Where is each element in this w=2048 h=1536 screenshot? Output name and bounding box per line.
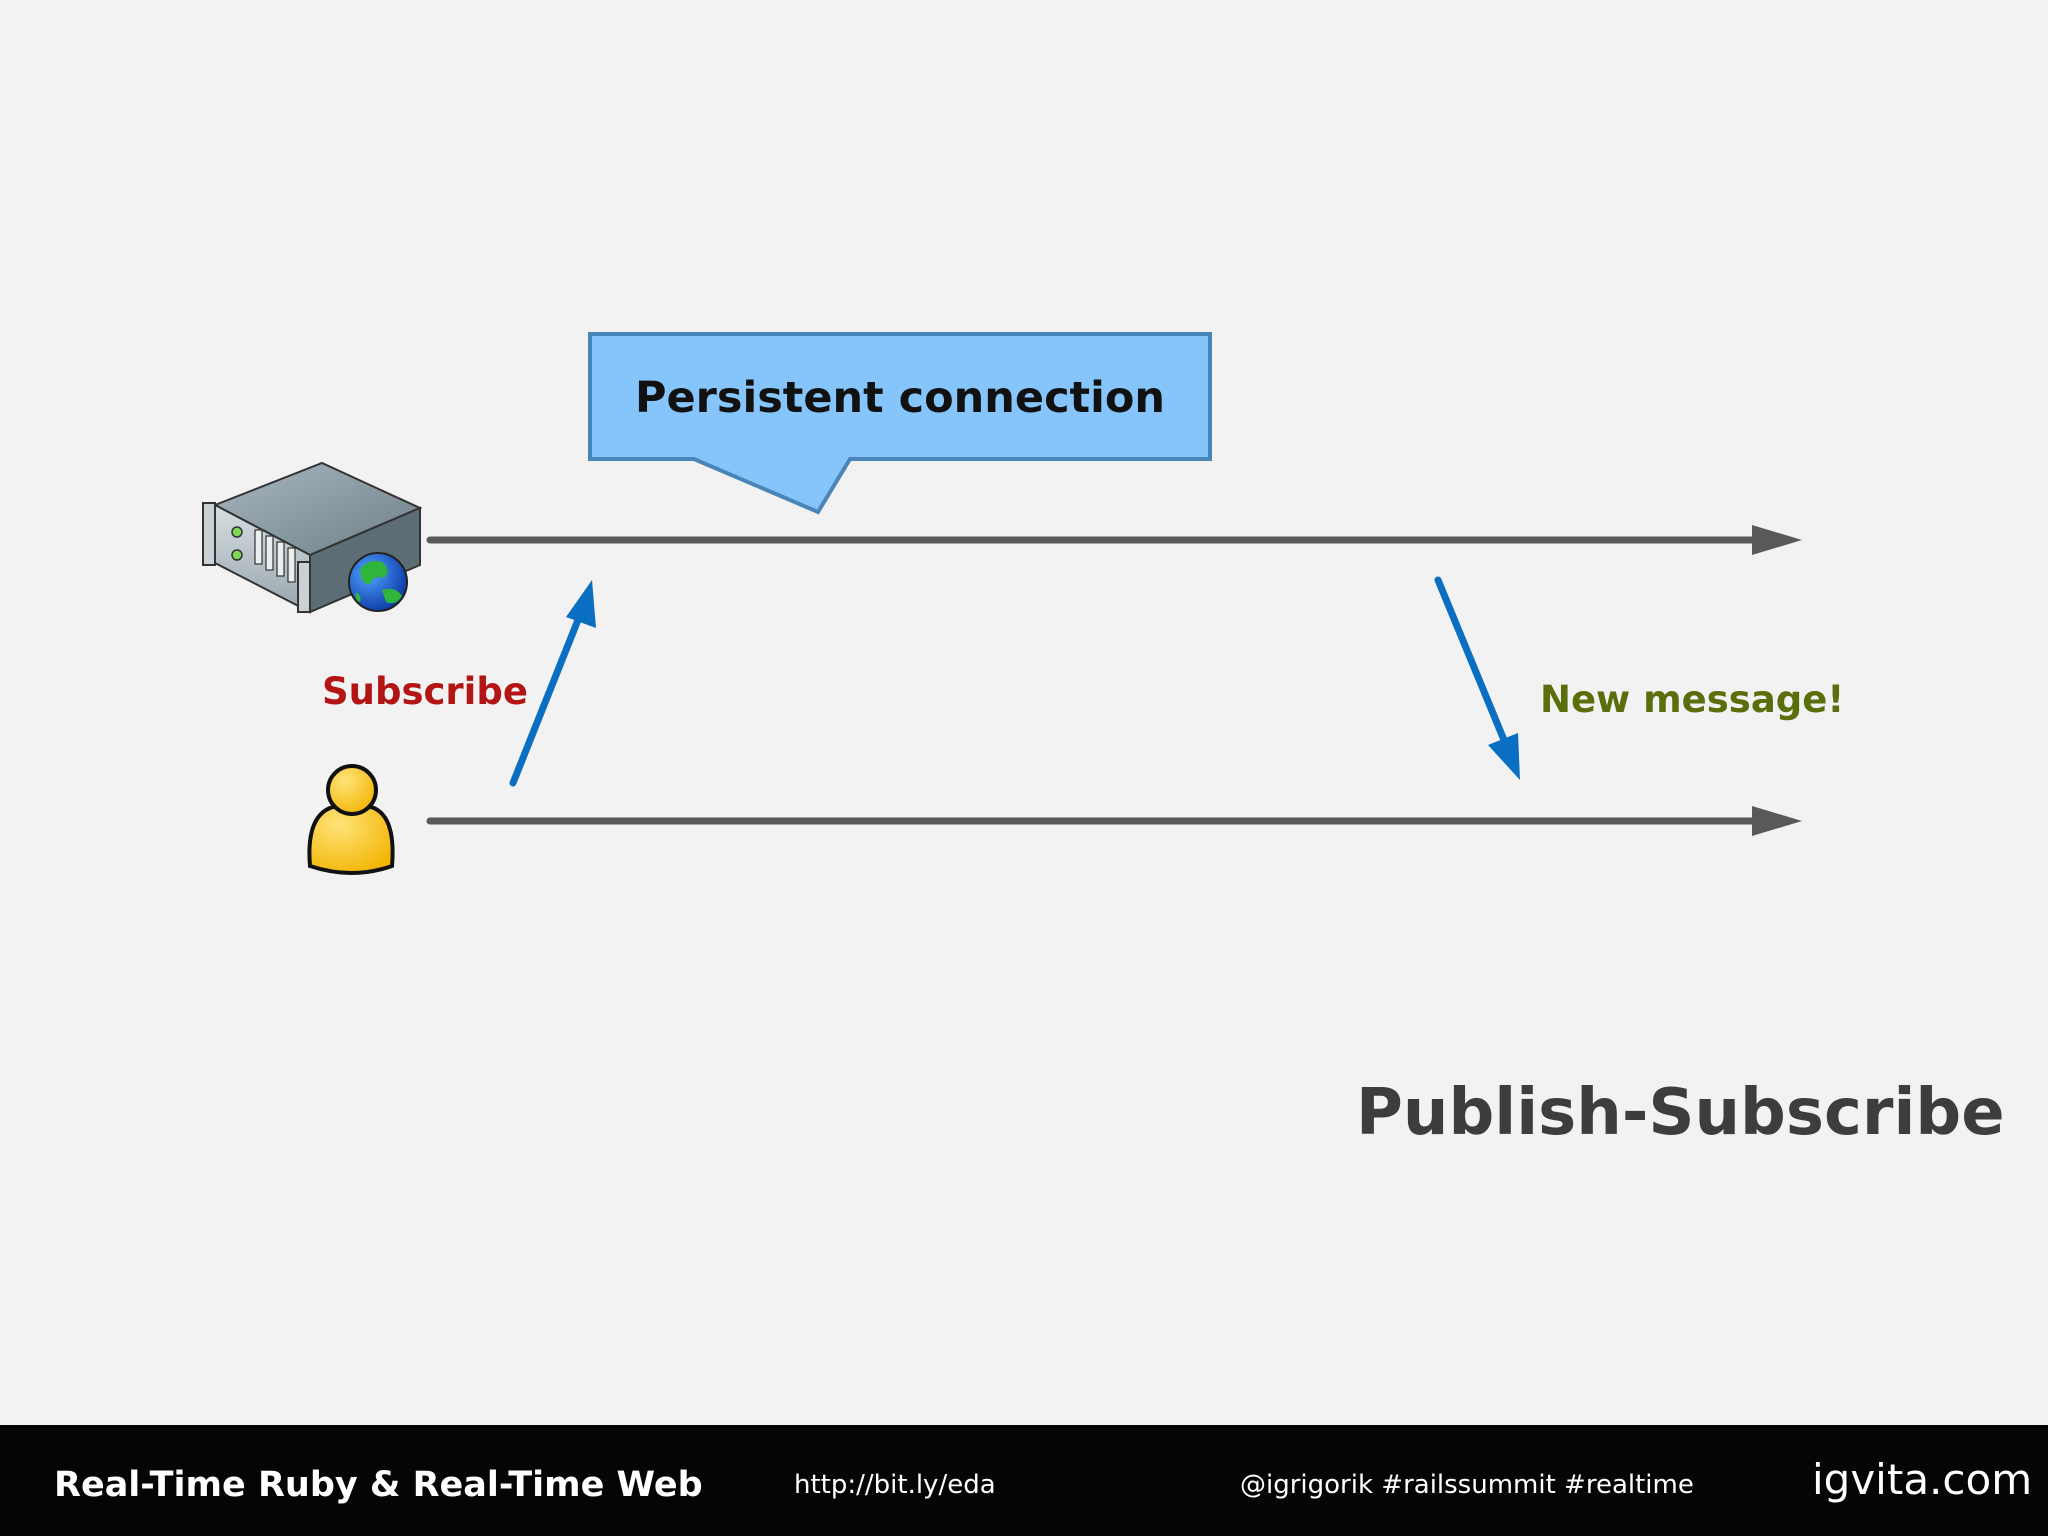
new-message-label: New message!	[1540, 678, 1845, 721]
subscribe-label: Subscribe	[322, 670, 528, 713]
callout-text: Persistent connection	[634, 373, 1166, 423]
slide-title: Publish-Subscribe	[1356, 1076, 2005, 1150]
new-message-arrow	[1434, 576, 1520, 780]
subscribe-arrow	[509, 580, 596, 787]
user-icon	[307, 764, 395, 875]
server-timeline	[426, 525, 1802, 555]
footer-bar: Real-Time Ruby & Real-Time Web http://bi…	[0, 1425, 2048, 1536]
slide-canvas: Persistent connection Subscribe New mess…	[202, 332, 2005, 1150]
client-timeline	[426, 806, 1802, 836]
diagram-canvas	[202, 332, 1802, 875]
callout-bubble	[588, 332, 1212, 515]
globe-icon	[348, 552, 408, 612]
server-icon	[202, 461, 423, 614]
footer-site-logo: igvita.com	[1812, 1455, 2033, 1504]
footer-link[interactable]: http://bit.ly/eda	[794, 1470, 996, 1500]
footer-tags: @igrigorik #railssummit #realtime	[1240, 1470, 1694, 1500]
footer-title: Real-Time Ruby & Real-Time Web	[54, 1465, 703, 1505]
